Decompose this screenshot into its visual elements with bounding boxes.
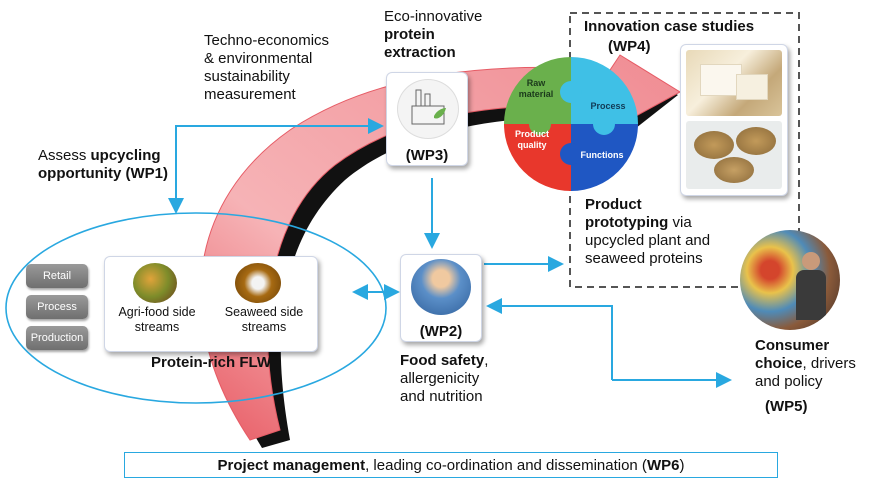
consumer-photo (740, 230, 840, 330)
factory-icon (397, 79, 459, 139)
wp5-text: Consumer choice, drivers and policy (755, 337, 856, 390)
wp5-tag: (WP5) (765, 398, 808, 415)
flw-title: Protein-rich FLW (151, 354, 271, 371)
wp2-label: (WP2) (419, 323, 463, 340)
production-button[interactable]: Production (26, 326, 88, 350)
wp4-title: Innovation case studies (584, 18, 755, 35)
agri-food-photo (133, 263, 177, 303)
patty-photo (686, 121, 782, 189)
prototyping-text: Product prototyping via upcycled plant a… (585, 196, 711, 267)
process-band (200, 54, 681, 441)
wp6-banner: Project management, leading co-ordinatio… (124, 452, 778, 478)
process-button[interactable]: Process (26, 295, 88, 319)
process-band-shadow (216, 75, 678, 448)
techno-text: Techno-economics& environmental sustaina… (204, 32, 330, 103)
food-safety-photo (411, 259, 471, 315)
wp1-text: Assess upcycling opportunity (WP1) (38, 147, 168, 182)
case-study-images (680, 44, 788, 196)
seaweed-photo (235, 263, 281, 303)
arrow-wp5-to-wp2 (486, 298, 613, 380)
wp4-tag: (WP4) (608, 38, 651, 55)
wp2-card: (WP2) (400, 254, 482, 342)
tofu-photo (686, 50, 782, 116)
wp3-label: (WP3) (405, 147, 449, 164)
wp3-card: (WP3) (386, 72, 468, 166)
puzzle-diagram (504, 57, 638, 191)
puzzle-process: Process (590, 101, 626, 111)
retail-button[interactable]: Retail (26, 264, 88, 288)
puzzle-functions: Functions (580, 150, 624, 160)
flw-ellipse (5, 212, 387, 404)
